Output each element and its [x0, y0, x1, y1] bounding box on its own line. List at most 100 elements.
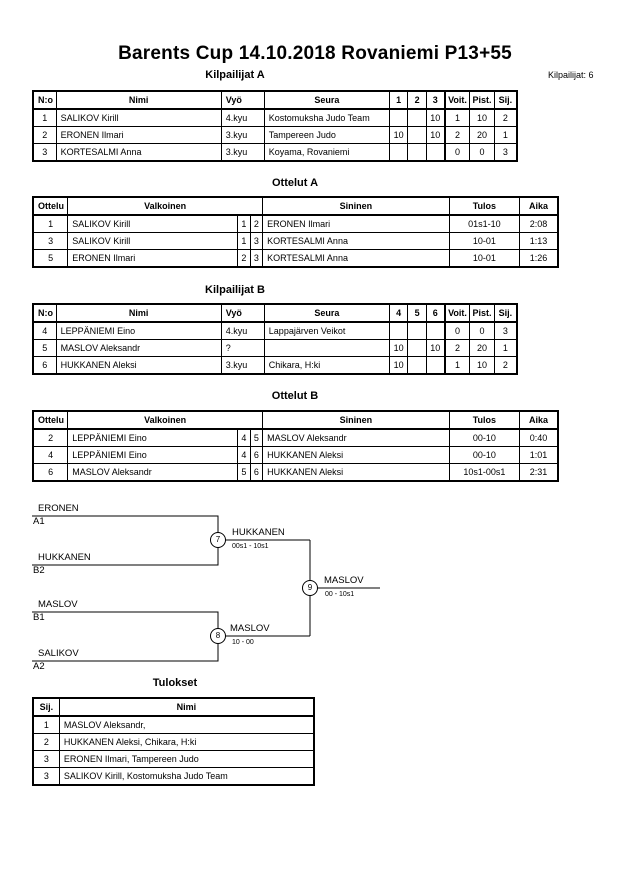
header-cell: 2: [407, 90, 427, 110]
table-cell: 4: [32, 321, 57, 340]
header-cell: Valkoinen: [67, 410, 264, 430]
table-cell: 2: [237, 249, 251, 268]
table-cell: Koyama, Rovaniemi: [263, 143, 390, 162]
header-cell: Sij.: [493, 90, 518, 110]
bracket-entrant-name: MASLOV: [38, 599, 78, 610]
table-cell: 1: [32, 715, 60, 734]
match-number: 9: [302, 580, 318, 596]
table-cell: HUKKANEN Aleksi: [55, 356, 222, 375]
table-cell: 1:26: [519, 249, 559, 268]
matches-a-heading: Ottelut A: [271, 177, 319, 189]
table-cell: 1:13: [519, 232, 559, 250]
table-row: 6 MASLOV Aleksandr 5 6 HUKKANEN Aleksi 1…: [32, 463, 559, 482]
header-cell: Pist.: [469, 90, 495, 110]
table-cell: ERONEN Ilmari, Tampereen Judo: [58, 750, 315, 768]
page-title: Barents Cup 14.10.2018 Rovaniemi P13+55: [118, 43, 512, 64]
header-cell: Voit.: [443, 90, 471, 110]
table-cell: 1: [493, 339, 518, 357]
table-cell: 10: [425, 339, 446, 357]
matches-b-heading: Ottelut B: [271, 390, 319, 402]
table-cell: 2: [443, 126, 471, 144]
header-cell: Nimi: [58, 697, 315, 717]
header-cell: Sij.: [32, 697, 60, 717]
table-cell: 4: [237, 428, 251, 447]
table-header-row: Ottelu Valkoinen Sininen Tulos Aika: [32, 410, 559, 430]
table-cell: 3: [32, 143, 57, 162]
match-number: 8: [210, 628, 226, 644]
table-cell: HUKKANEN Aleksi, Chikara, H:ki: [58, 733, 315, 751]
table-cell: 0: [443, 143, 471, 162]
semi2-score: 10 - 00: [232, 639, 254, 646]
matches-a-table: Ottelu Valkoinen Sininen Tulos Aika 1 SA…: [32, 196, 559, 268]
header-cell: Tulos: [448, 196, 521, 216]
header-cell: Aika: [519, 410, 559, 430]
table-cell: MASLOV Aleksandr,: [58, 715, 315, 734]
header-cell: N:o: [32, 303, 57, 323]
table-row: 6 HUKKANEN Aleksi 3.kyu Chikara, H:ki 10…: [32, 356, 518, 375]
table-cell: SALIKOV Kirill, Kostomuksha Judo Team: [58, 767, 315, 786]
table-header-row: Ottelu Valkoinen Sininen Tulos Aika: [32, 196, 559, 216]
table-cell: ?: [220, 339, 265, 357]
pool-b-table: N:o Nimi Vyö Seura 4 5 6 Voit. Pist. Sij…: [32, 303, 518, 375]
table-header-row: N:o Nimi Vyö Seura 4 5 6 Voit. Pist. Sij…: [32, 303, 518, 323]
bracket-entrant-seed: B2: [33, 565, 45, 576]
table-cell: 0: [469, 143, 495, 162]
competitor-count: Kilpailijat: 6: [548, 70, 594, 80]
table-row: 3 SALIKOV Kirill, Kostomuksha Judo Team: [32, 767, 315, 786]
table-cell: 2:08: [519, 214, 559, 233]
table-cell: 3: [249, 232, 264, 250]
table-cell: MASLOV Aleksandr: [67, 463, 239, 482]
bracket-entrant-name: HUKKANEN: [38, 552, 91, 563]
pool-a-heading: Kilpailijat A: [205, 69, 265, 81]
semi1-winner: HUKKANEN: [232, 527, 285, 538]
semi2-winner: MASLOV: [230, 623, 270, 634]
header-cell: Seura: [263, 90, 390, 110]
table-cell: KORTESALMI Anna: [55, 143, 222, 162]
table-row: 4 LEPPÄNIEMI Eino 4 6 HUKKANEN Aleksi 00…: [32, 446, 559, 464]
matches-b-table: Ottelu Valkoinen Sininen Tulos Aika 2 LE…: [32, 410, 559, 482]
table-cell: 3.kyu: [220, 356, 265, 375]
table-cell: 3: [32, 767, 60, 786]
table-cell: 5: [237, 463, 251, 482]
bracket-entrant-seed: A1: [33, 516, 45, 527]
header-cell: Vyö: [220, 90, 265, 110]
header-cell: Valkoinen: [67, 196, 264, 216]
header-cell: Sininen: [262, 196, 450, 216]
table-cell: 4: [237, 446, 251, 464]
results-heading: Tulokset: [152, 677, 198, 689]
table-cell: KORTESALMI Anna: [262, 249, 450, 268]
header-cell: Seura: [263, 303, 390, 323]
semi1-score: 00s1 - 10s1: [232, 543, 269, 550]
table-row: 5 ERONEN Ilmari 2 3 KORTESALMI Anna 10-0…: [32, 249, 559, 268]
header-cell: Vyö: [220, 303, 265, 323]
table-cell: HUKKANEN Aleksi: [262, 463, 450, 482]
table-header-row: N:o Nimi Vyö Seura 1 2 3 Voit. Pist. Sij…: [32, 90, 518, 110]
table-cell: 10s1-00s1: [448, 463, 521, 482]
pool-b-heading: Kilpailijat B: [205, 284, 265, 296]
table-cell: 3: [32, 750, 60, 768]
final-winner: MASLOV: [324, 575, 364, 586]
table-row: 2 ERONEN Ilmari 3.kyu Tampereen Judo 10 …: [32, 126, 518, 144]
table-cell: 10: [425, 126, 446, 144]
header-cell: Voit.: [443, 303, 471, 323]
table-cell: 3: [493, 143, 518, 162]
table-header-row: Sij. Nimi: [32, 697, 315, 717]
table-cell: 20: [469, 339, 495, 357]
table-cell: 3.kyu: [220, 143, 265, 162]
pool-a-table: N:o Nimi Vyö Seura 1 2 3 Voit. Pist. Sij…: [32, 90, 518, 162]
header-cell: Aika: [519, 196, 559, 216]
table-cell: LEPPÄNIEMI Eino: [67, 446, 239, 464]
table-cell: 20: [469, 126, 495, 144]
table-cell: 3.kyu: [220, 126, 265, 144]
header-cell: 6: [425, 303, 446, 323]
table-cell: 6: [249, 446, 264, 464]
table-row: 3 SALIKOV Kirill 1 3 KORTESALMI Anna 10-…: [32, 232, 559, 250]
table-cell: 10: [469, 356, 495, 375]
table-cell: 2: [493, 356, 518, 375]
table-cell: 5: [32, 339, 57, 357]
table-cell: 10-01: [448, 232, 521, 250]
final-score: 00 - 10s1: [325, 591, 355, 598]
table-cell: 6: [249, 463, 264, 482]
header-cell: Ottelu: [32, 196, 69, 216]
header-cell: Pist.: [469, 303, 495, 323]
